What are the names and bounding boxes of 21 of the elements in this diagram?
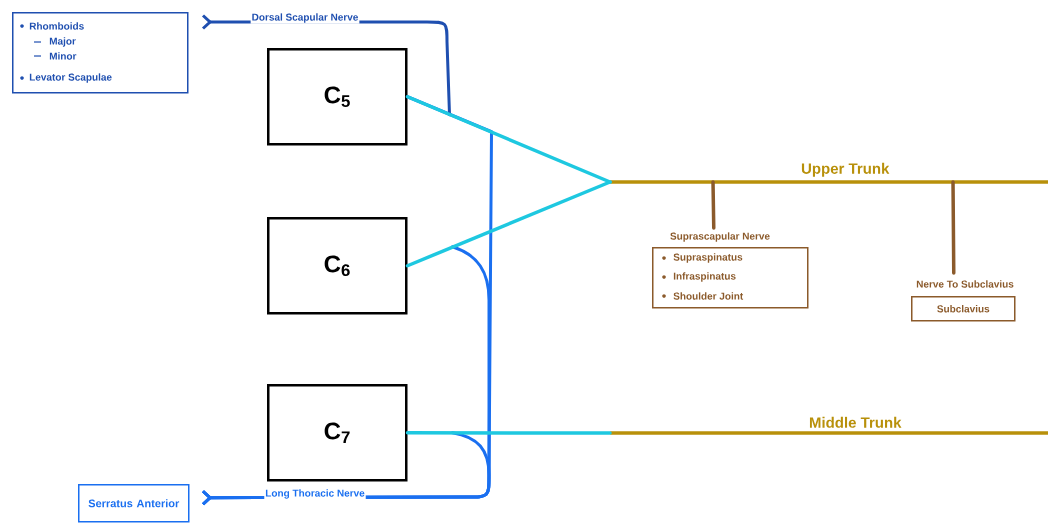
muscle-box: Serratus Anterior (78, 484, 190, 523)
root-box: C$_{6}$ (267, 217, 408, 315)
trunk-line: Upper Trunk (610, 162, 1048, 184)
root-box: C$_{5}$ (267, 48, 408, 146)
nerve-line (405, 95, 612, 184)
list-item: Shoulder Joint (662, 292, 744, 300)
nerve-name: Nerve To Subclavius (916, 280, 1014, 288)
muscle-box: Subclavius (911, 296, 1016, 322)
list-item: Levator Scapulae (20, 73, 112, 83)
nerve-name: Suprascapular Nerve (670, 232, 770, 242)
edge-label: Long Thoracic Nerve (264, 488, 366, 500)
list-item: Supraspinatus (662, 253, 743, 263)
edge-label: Dorsal Scapular Nerve (250, 12, 360, 24)
list-item: Rhomboids (20, 22, 84, 30)
root-box: C$_{7}$ (267, 384, 408, 482)
trunk-line: Middle Trunk (610, 416, 1048, 435)
nerve-line (405, 431, 612, 435)
nerve-line (405, 180, 612, 268)
list-item: Minor (33, 52, 77, 60)
list-item: Major (33, 37, 76, 47)
list-item: Infraspinatus (662, 272, 736, 282)
